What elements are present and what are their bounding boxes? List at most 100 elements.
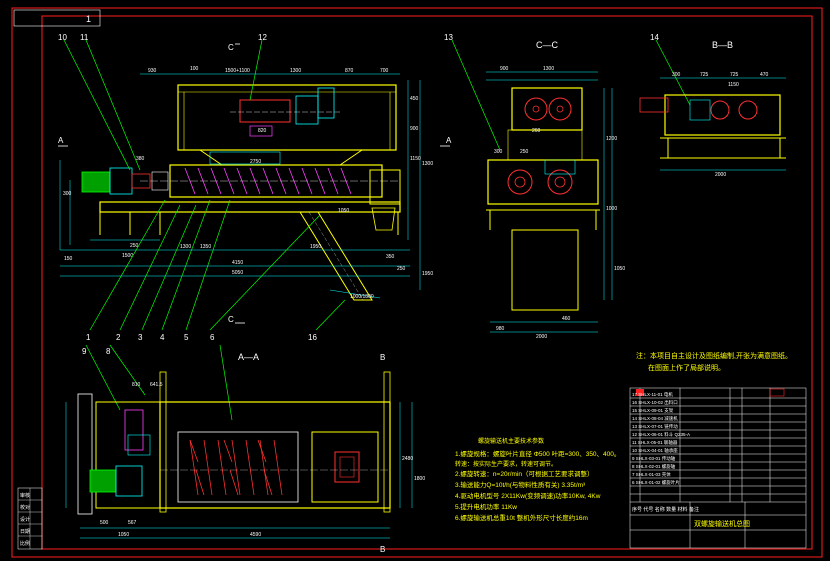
view-label-aa: A—A bbox=[238, 352, 259, 362]
parts-row: 8 SHLX-02-01 螺旋轴 bbox=[632, 463, 676, 470]
dim-text: 2000 bbox=[536, 334, 547, 340]
dim-text: 1300 bbox=[422, 161, 433, 167]
inlet-funnel bbox=[199, 149, 363, 166]
view-label-cc: C—C bbox=[536, 40, 558, 50]
top-drive-motor bbox=[239, 99, 291, 123]
dim-text: 1200 bbox=[606, 136, 617, 142]
dim-text: 1500+1100 bbox=[225, 68, 250, 74]
section-mark-b-top: B bbox=[380, 353, 385, 362]
dim-text: 820 bbox=[258, 128, 267, 134]
callout-number: 9 bbox=[82, 347, 87, 356]
section-mark-a-left: A bbox=[58, 136, 64, 145]
callout-number: 4 bbox=[160, 333, 165, 342]
dim-text: 1950 bbox=[310, 244, 321, 250]
spec-line: 转速：按实际生产要求，转速可调节。 bbox=[455, 460, 557, 468]
drawing-name: 双螺旋输送机总图 bbox=[694, 519, 750, 528]
dim-text: 641.5 bbox=[150, 382, 163, 388]
callout-number: 16 bbox=[308, 333, 317, 342]
section-mark-b-bottom: B bbox=[380, 545, 385, 554]
frame-corner-number: 1 bbox=[86, 14, 91, 24]
discharge-chute bbox=[299, 211, 373, 301]
dim-text: 260 bbox=[532, 128, 541, 134]
dim-text: 1800 bbox=[414, 476, 425, 482]
parts-row: 10 SHLX-04-01 轴承座 bbox=[632, 447, 678, 454]
section-mark-c-top: C bbox=[228, 43, 234, 52]
dim-text: 250 bbox=[397, 266, 406, 272]
main-elevation-view bbox=[59, 73, 421, 301]
dim-text: 1050 bbox=[338, 208, 349, 214]
dim-text: 300 bbox=[494, 149, 503, 155]
dim-text: 1050 bbox=[118, 532, 129, 538]
dim-text: 470 bbox=[760, 72, 769, 78]
dim-text: 300 bbox=[672, 72, 681, 78]
spec-title: 螺旋输送机主要技术参数 bbox=[478, 437, 544, 445]
note-right-line2: 在图面上作了局部说明。 bbox=[648, 363, 725, 372]
dim-text: 1150 bbox=[728, 82, 739, 88]
dim-text: 700 bbox=[380, 68, 389, 74]
parts-row: 14 SHLX-08-04 减速机 bbox=[632, 415, 678, 422]
left-drive-motor bbox=[81, 171, 111, 193]
dim-text: 100 bbox=[190, 66, 199, 72]
dim-text: 1350 bbox=[200, 244, 211, 250]
dim-text: 5050 bbox=[232, 270, 243, 276]
spec-line: 4.驱动电机型号 2X11Kw(变频调速)功率10Kw, 4Kw bbox=[455, 491, 601, 500]
parts-row: 11 SHLX-05-01 联轴器 bbox=[632, 439, 678, 446]
spec-line: 2.螺旋转速：n=20r/min（可根据工艺要求调整） bbox=[455, 469, 594, 478]
dim-text: 500 bbox=[100, 520, 109, 526]
parts-row: 7 SHLX-01-03 壳体 bbox=[632, 471, 671, 478]
dim-text: 1950 bbox=[422, 271, 433, 277]
dim-text: 1150 bbox=[410, 156, 421, 162]
callout-number: 6 bbox=[210, 333, 215, 342]
parts-row: 9 SHLX-03-01 传动轴 bbox=[632, 455, 676, 462]
callout-number: 8 bbox=[106, 347, 111, 356]
dim-text: 2000 bbox=[715, 172, 726, 178]
left-strip-cell: 设计 bbox=[20, 516, 30, 523]
dim-text: 1300 bbox=[180, 244, 191, 250]
dim-text: 300 bbox=[63, 191, 72, 197]
dim-text: 1000 bbox=[606, 206, 617, 212]
dim-text: 1300 bbox=[290, 68, 301, 74]
callout-number: 13 bbox=[444, 33, 453, 42]
parts-row: 12 SHLX-06-01 料斗 Q235-A bbox=[632, 431, 690, 438]
dim-text: 2480 bbox=[402, 456, 413, 462]
left-strip-cell: 审核 bbox=[20, 492, 30, 499]
dim-text: 900 bbox=[410, 126, 419, 132]
parts-row: 13 SHLX-07-01 链传动 bbox=[632, 423, 678, 430]
leader-lines bbox=[63, 39, 691, 421]
dim-text: 4590 bbox=[250, 532, 261, 538]
parts-row: 16 SHLX-10-02 出料口 bbox=[632, 399, 678, 406]
left-approval-strip: 审核 校对 设计 日期 比例 bbox=[17, 487, 43, 550]
dim-text: 1000/1800 bbox=[350, 294, 374, 300]
section-cc-view bbox=[486, 71, 613, 333]
outer-frame bbox=[11, 7, 823, 558]
callout-number: 11 bbox=[80, 33, 89, 42]
dim-text: 250 bbox=[130, 243, 139, 249]
dim-text: 810 bbox=[132, 382, 141, 388]
spec-line: 5.提升电机功率 11Kw bbox=[455, 502, 517, 511]
callout-number: 2 bbox=[116, 333, 121, 342]
parts-list-table bbox=[629, 387, 807, 549]
dim-text: 250 bbox=[520, 149, 529, 155]
callout-number: 12 bbox=[258, 33, 267, 42]
hopper-frame bbox=[177, 84, 397, 151]
spec-line: 1.螺旋规格：螺旋叶片直径 Φ500 叶距=300、350、400。 bbox=[455, 449, 620, 458]
view-label-bb: B—B bbox=[712, 40, 733, 50]
dim-text: 725 bbox=[730, 72, 739, 78]
dim-text: 725 bbox=[700, 72, 709, 78]
dim-text: 567 bbox=[128, 520, 137, 526]
spec-line: 3.输送能力Q=10t/h(与物料性质有关) 3.35t/m³ bbox=[455, 480, 586, 489]
note-right-line1: 注：本项目自主设计及图纸编制,开张为满意图纸。 bbox=[636, 351, 792, 360]
dim-text: 2750 bbox=[250, 159, 261, 165]
dim-text: 380 bbox=[136, 156, 145, 162]
callout-number: 1 bbox=[86, 333, 91, 342]
section-aa-view bbox=[65, 371, 413, 539]
callout-number: 14 bbox=[650, 33, 659, 42]
spec-line: 6.螺旋输送机总重10t 整机外形尺寸长度约16m bbox=[455, 513, 588, 522]
dim-text: 350 bbox=[386, 254, 395, 260]
dim-text: 1050 bbox=[614, 266, 625, 272]
section-mark-c-bottom: C bbox=[228, 315, 234, 324]
dim-text: 900 bbox=[500, 66, 509, 72]
dim-text: 1500 bbox=[122, 253, 133, 259]
aa-screw-flights bbox=[189, 439, 283, 496]
dim-text: 1300 bbox=[543, 66, 554, 72]
